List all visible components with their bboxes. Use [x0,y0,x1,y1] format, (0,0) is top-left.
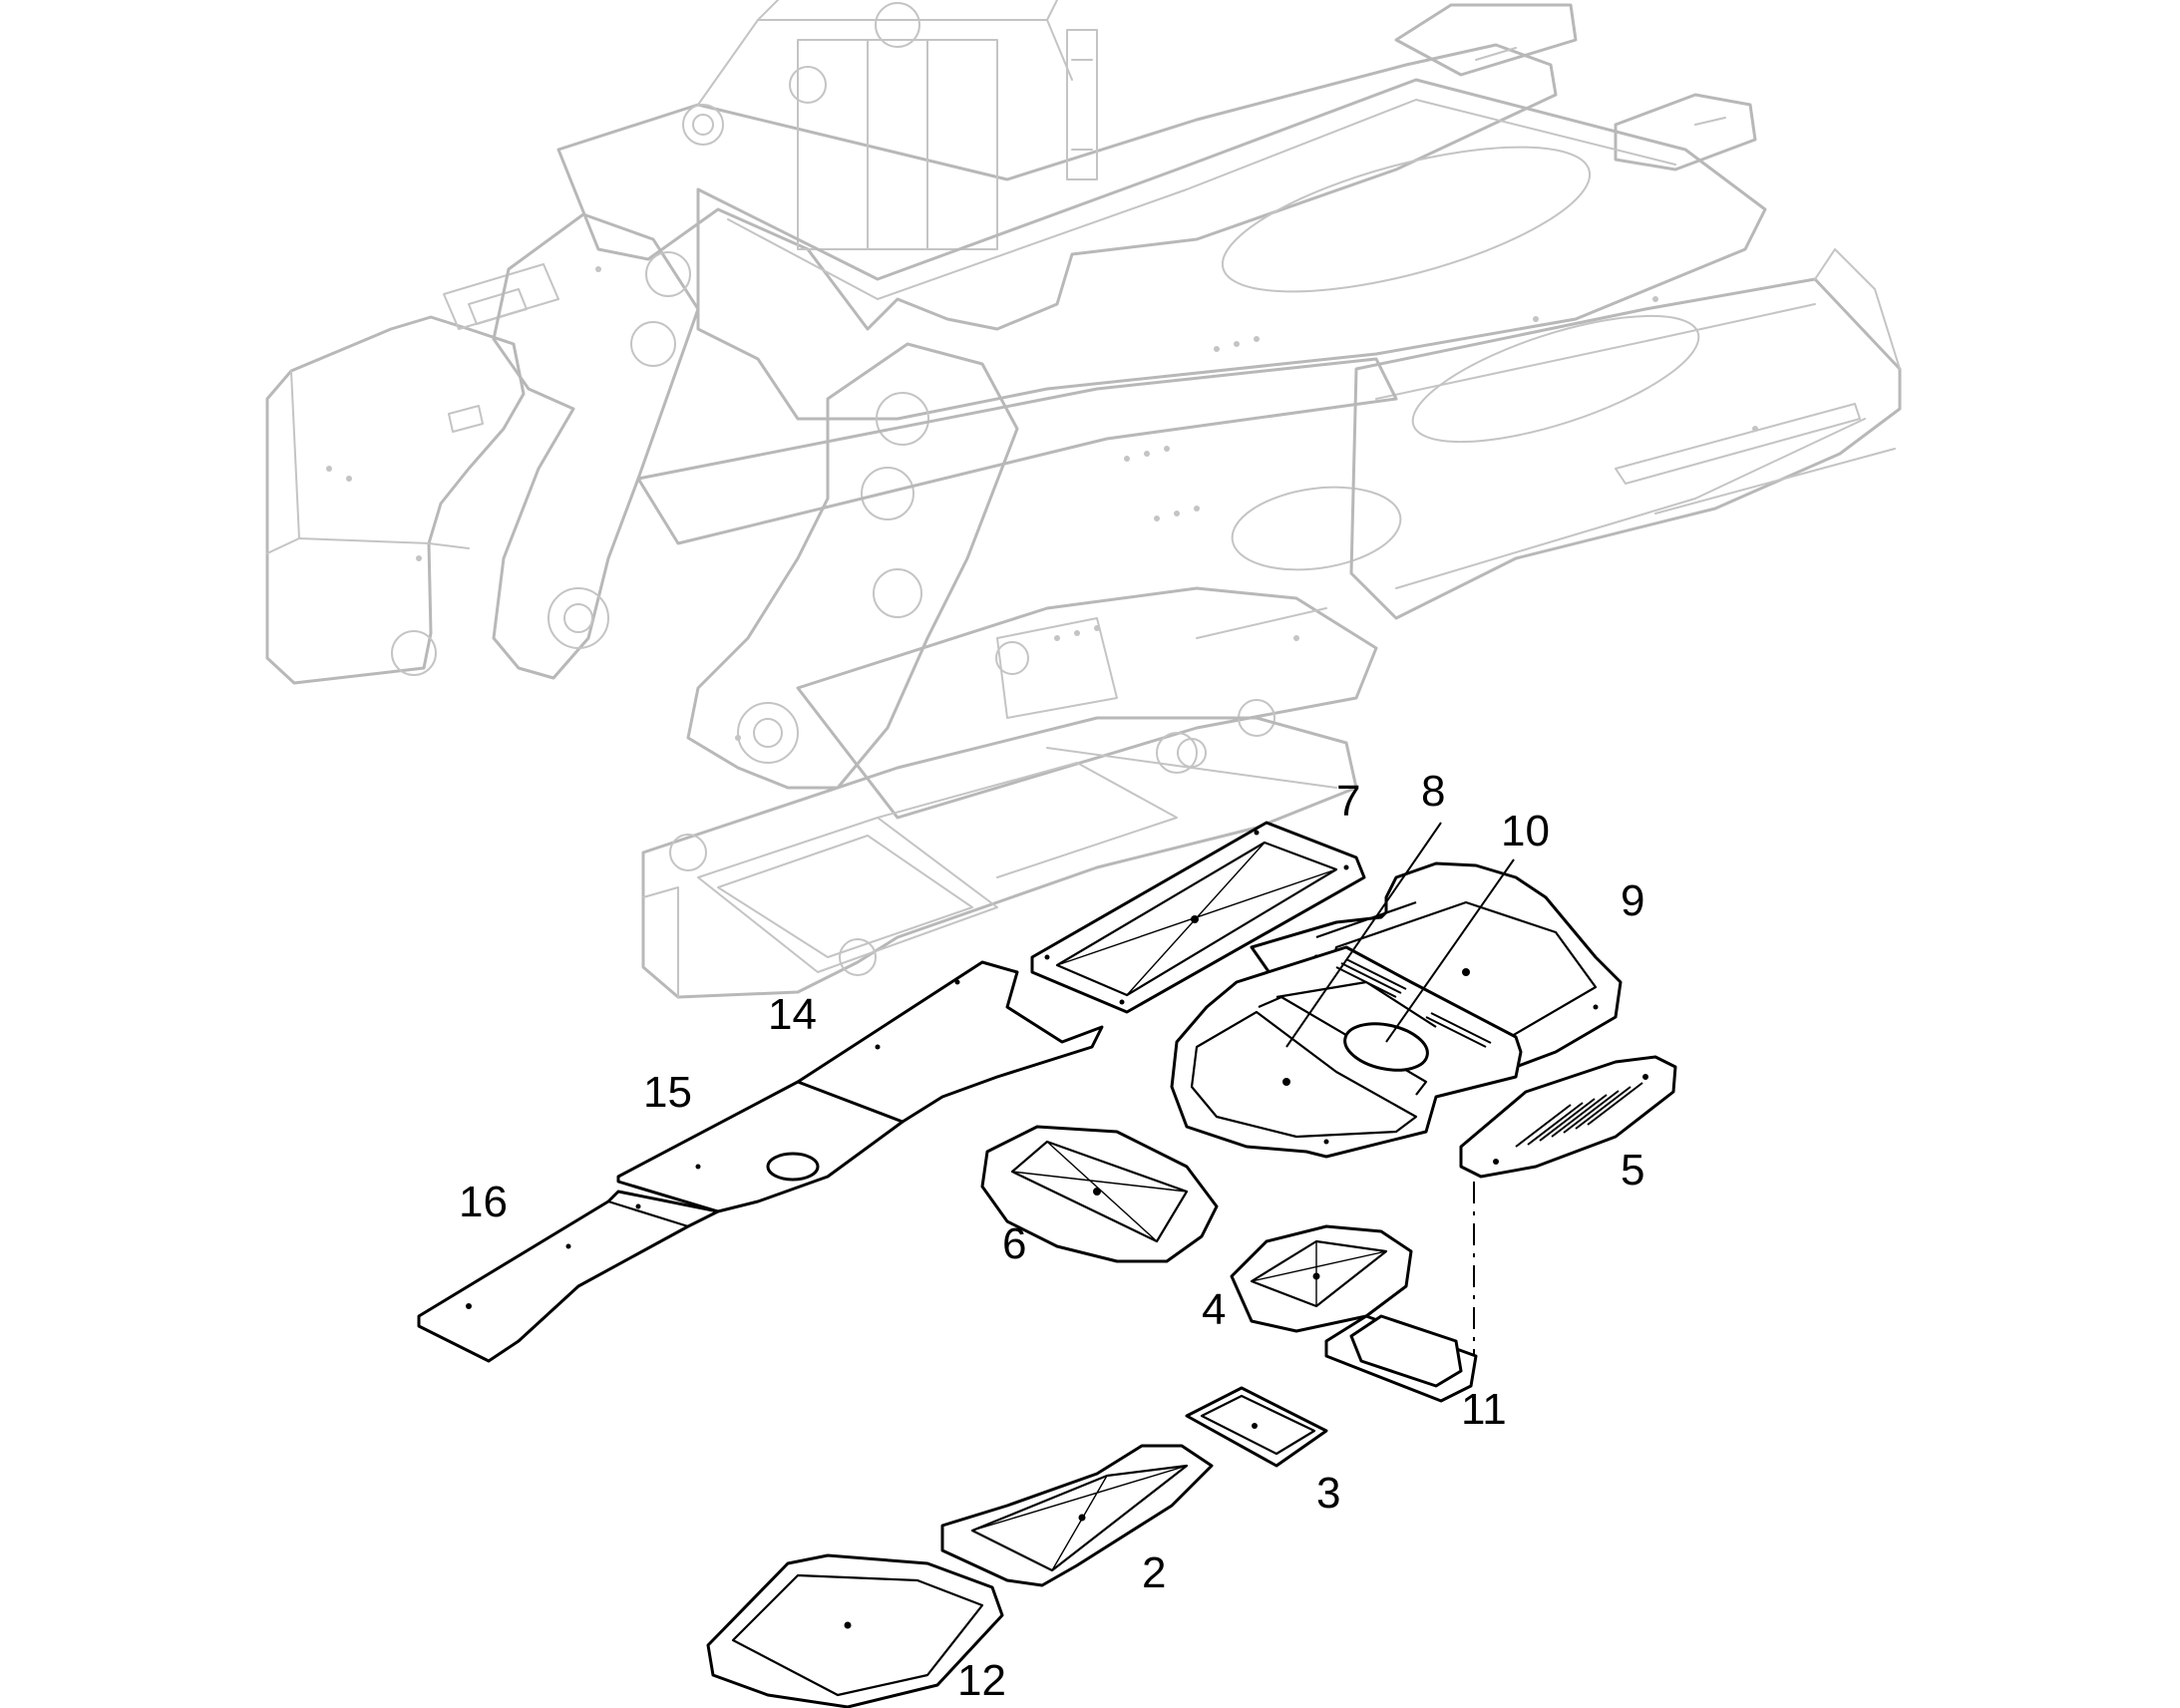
part-11 [1324,1314,1478,1403]
callout-2: 2 [1142,1548,1166,1597]
callout-labels: 7 8 10 9 14 15 5 16 6 4 11 3 2 12 [459,767,1644,1705]
part-12 [706,1553,1004,1708]
callout-3: 3 [1316,1469,1340,1518]
part-7 [1030,821,1366,1014]
callout-6: 6 [1002,1219,1026,1268]
part-5 [1459,1055,1677,1179]
callout-14: 14 [768,990,817,1039]
callout-15: 15 [643,1068,692,1117]
leader-lines [1285,822,1515,1048]
frame-holes [326,266,1758,741]
callout-11: 11 [1461,1385,1507,1434]
callout-8: 8 [1421,767,1445,816]
callout-10: 10 [1501,807,1550,855]
part-2 [940,1444,1214,1587]
part-3 [1185,1386,1328,1468]
callout-9: 9 [1621,876,1644,925]
callout-4: 4 [1202,1285,1226,1334]
part-4 [1230,1224,1413,1333]
callout-12: 12 [957,1656,1006,1705]
machine-frame [265,0,1902,999]
callout-5: 5 [1621,1146,1644,1195]
part-16 [417,1190,720,1363]
callout-16: 16 [459,1178,508,1226]
callout-7: 7 [1336,777,1360,826]
part-15 [616,1080,905,1213]
part-8 [1170,945,1523,1159]
part-6 [980,1125,1219,1263]
